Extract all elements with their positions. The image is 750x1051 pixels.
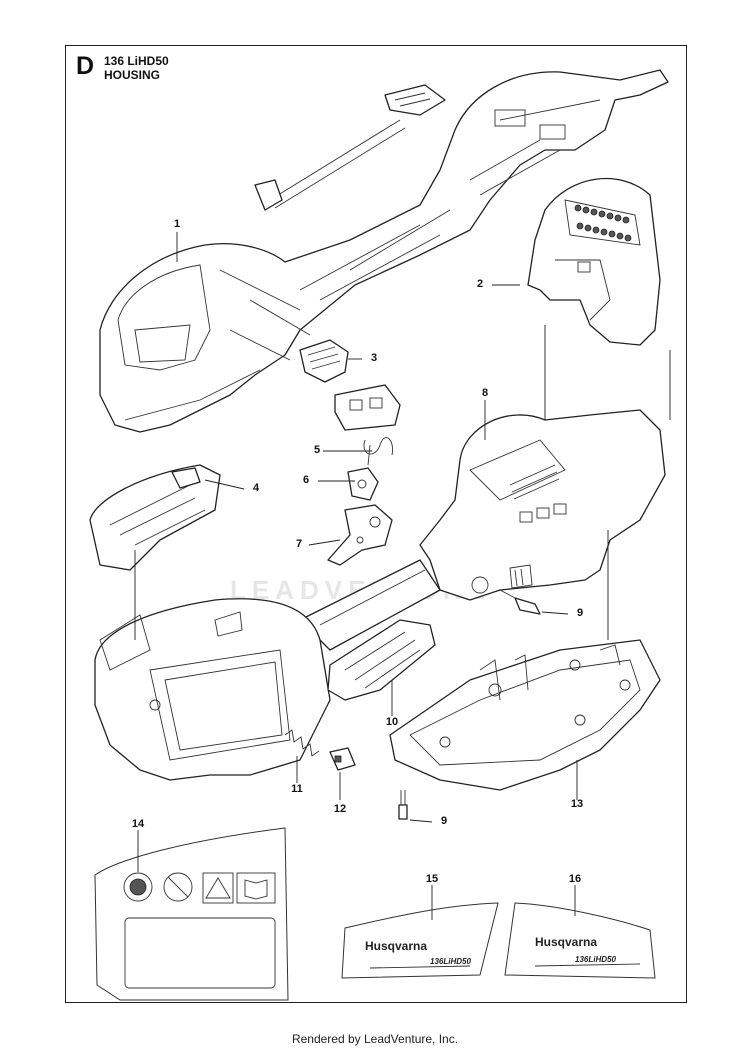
part-3-button[interactable] xyxy=(299,339,349,383)
callout-14[interactable]: 14 xyxy=(131,818,145,830)
decal-15-model: 136LiHD50 xyxy=(430,957,471,966)
callout-11[interactable]: 11 xyxy=(291,783,303,795)
part-lower-housing[interactable] xyxy=(94,598,331,781)
cable-strap xyxy=(254,84,446,211)
part-7-trigger[interactable] xyxy=(327,504,393,566)
part-9-screw-upper[interactable] xyxy=(499,589,541,615)
part-15-decal[interactable]: Husqvarna 136LiHD50 xyxy=(341,902,499,979)
footer-credit: Rendered by LeadVenture, Inc. xyxy=(291,1032,459,1046)
callout-9-upper[interactable]: 9 xyxy=(576,607,584,619)
part-1-upper-housing[interactable] xyxy=(99,69,669,433)
callout-16[interactable]: 16 xyxy=(568,873,582,885)
part-4-grip-cover[interactable] xyxy=(89,464,221,571)
part-9-screw-lower[interactable] xyxy=(398,790,408,820)
part-12-latch[interactable] xyxy=(329,747,356,771)
callout-5[interactable]: 5 xyxy=(313,444,321,456)
callout-1[interactable]: 1 xyxy=(173,218,181,230)
diagram-section-letter: D xyxy=(76,52,95,80)
callout-13[interactable]: 13 xyxy=(570,798,584,810)
callout-15[interactable]: 15 xyxy=(425,873,439,885)
part-6-lock[interactable] xyxy=(347,467,379,501)
part-8-motor-housing[interactable] xyxy=(419,409,666,601)
part-16-decal[interactable]: Husqvarna 136LiHD50 xyxy=(504,902,656,979)
part-14-warning-label[interactable] xyxy=(94,827,289,1001)
callout-7[interactable]: 7 xyxy=(295,538,303,550)
decal-15-brand: Husqvarna xyxy=(365,939,427,953)
decal-16-brand: Husqvarna xyxy=(535,935,597,949)
callout-10[interactable]: 10 xyxy=(385,716,399,728)
callout-12[interactable]: 12 xyxy=(333,803,347,815)
part-11-spring[interactable] xyxy=(284,729,320,757)
decal-16-model: 136LiHD50 xyxy=(575,955,616,964)
callout-8[interactable]: 8 xyxy=(481,387,489,399)
part-10-inner-grip[interactable] xyxy=(327,619,436,701)
diagram-model: 136 LiHD50 xyxy=(104,54,169,68)
callout-3[interactable]: 3 xyxy=(370,352,378,364)
diagram-frame xyxy=(65,45,687,1003)
part-2-front-guard[interactable] xyxy=(527,177,661,346)
callout-9-lower[interactable]: 9 xyxy=(440,815,448,827)
callout-6[interactable]: 6 xyxy=(302,474,310,486)
part-5-switch-spring[interactable] xyxy=(334,384,401,466)
leader-lines xyxy=(134,232,671,920)
part-13-lower-cover[interactable] xyxy=(389,639,661,791)
diagram-title: HOUSING xyxy=(104,68,161,82)
callout-2[interactable]: 2 xyxy=(476,278,484,290)
callout-4[interactable]: 4 xyxy=(252,482,260,494)
